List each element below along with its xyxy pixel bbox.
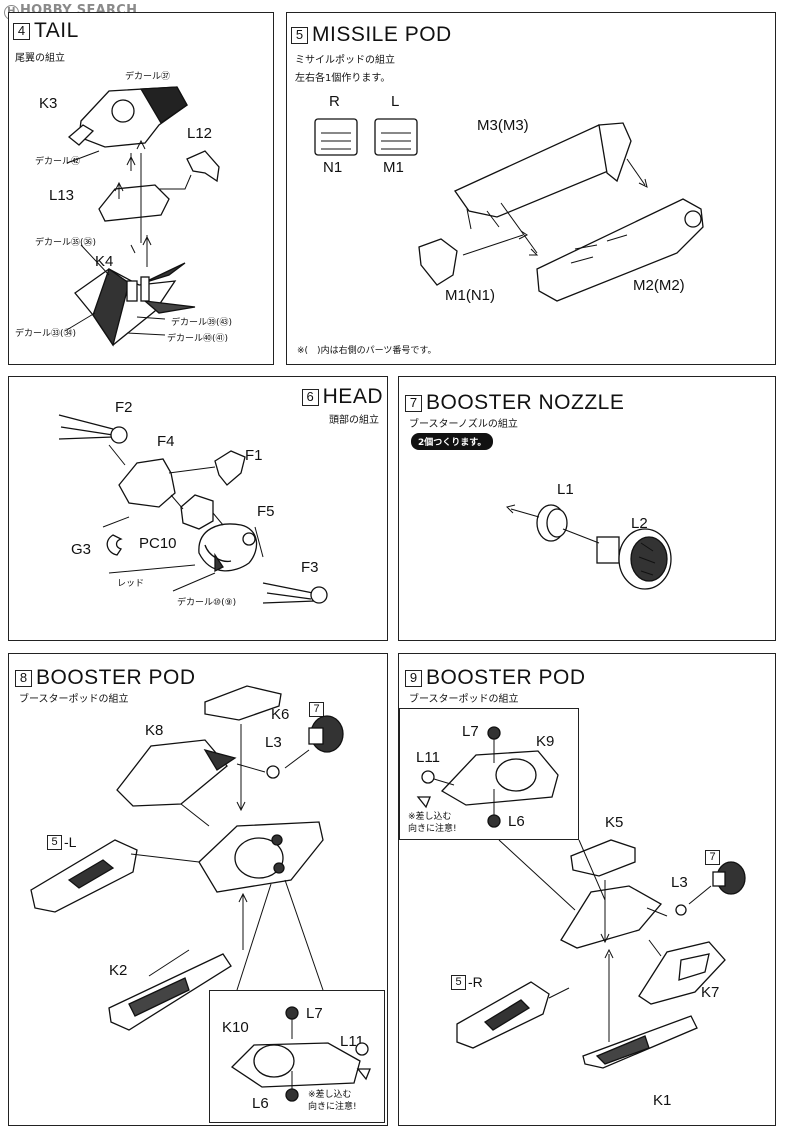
step-number: 4 (13, 22, 30, 40)
part-label-k3: K3 (39, 95, 58, 112)
step-subtitle: ブースターノズルの組立 (409, 419, 518, 430)
k9-inset-drawing (416, 726, 559, 828)
booster-pod-9-drawing (456, 839, 746, 1069)
step-title: BOOSTER NOZZLE (426, 391, 625, 414)
step-number: 6 (301, 388, 319, 406)
decal-label: デカール㊷ (35, 157, 81, 167)
missile-pod-drawing (314, 118, 704, 302)
footnote: ※( )内は右側のパーツ番号です。 (297, 346, 437, 356)
step-number: 9 (405, 669, 422, 687)
part-label-l6: L6 (508, 813, 525, 830)
inset-detail-k10: K10 L7 L11 L6 ※差し込む 向きに注意! (209, 990, 385, 1123)
step-title: HEAD (322, 385, 383, 408)
decal-label: デカール㉟(㊱) (35, 238, 97, 248)
step-title: BOOSTER POD (426, 666, 586, 689)
part-label-k2: K2 (109, 962, 128, 979)
inset-detail-k9: L7 K9 L11 L6 ※差し込む 向きに注意! (399, 708, 579, 840)
step-booster-nozzle-panel: 7 BOOSTER NOZZLE ブースターノズルの組立 2個つくります。 L1… (398, 376, 776, 641)
step-missile-header: 5 MISSILE POD (291, 23, 452, 47)
step-title: MISSILE POD (312, 23, 452, 46)
step-reference-5r: 5-R (451, 974, 483, 990)
step-head-panel: 6 HEAD 頭部の組立 F2 F4 F1 F5 G3 PC10 F3 レッド … (8, 376, 388, 641)
decal-label: デカール㊴(㊸) (171, 318, 233, 328)
part-label-k1: K1 (653, 1092, 672, 1109)
step-title: BOOSTER POD (36, 666, 196, 689)
part-label-pc10: PC10 (139, 535, 177, 552)
step-subtitle: ブースターポッドの組立 (19, 694, 129, 705)
tail-assembly-drawing (64, 86, 220, 347)
part-label-f5: F5 (257, 503, 275, 520)
step-subtitle: 尾翼の組立 (15, 53, 65, 64)
part-label-l3: L3 (265, 734, 282, 751)
step-note: 左右各1個作ります。 (295, 73, 391, 84)
nozzle-assembly-drawing (506, 504, 672, 590)
side-label-l: L (391, 93, 400, 110)
part-label-m1: M1 (383, 159, 404, 176)
part-label-k10: K10 (222, 1019, 249, 1036)
orientation-note: ※差し込む 向きに注意! (408, 812, 457, 834)
part-label-l6: L6 (252, 1095, 269, 1112)
step-pod8-header: 8 BOOSTER POD (15, 666, 196, 690)
side-label-r: R (329, 93, 340, 110)
part-label-l1: L1 (557, 481, 574, 498)
part-label-l7: L7 (306, 1005, 323, 1022)
part-label-l11: L11 (416, 749, 440, 766)
step-subtitle: ブースターポッドの組立 (409, 694, 519, 705)
step-title: TAIL (34, 19, 79, 42)
step-subtitle: ミサイルポッドの組立 (295, 55, 395, 66)
step-pod9-header: 9 BOOSTER POD (405, 666, 586, 690)
part-label-m3: M3(M3) (477, 117, 529, 134)
decal-label: デカール㉝(㉞) (15, 329, 77, 339)
part-label-f4: F4 (157, 433, 175, 450)
step-booster-pod-9-panel: 9 BOOSTER POD ブースターポッドの組立 L7 K9 L11 L6 ※… (398, 653, 776, 1126)
part-label-k9: K9 (536, 733, 555, 750)
part-label-k6: K6 (271, 706, 290, 723)
step-booster-pod-8-panel: 8 BOOSTER POD ブースターポッドの組立 K8 K6 L3 7 5-L… (8, 653, 388, 1126)
part-label-f2: F2 (115, 399, 133, 416)
part-label-l7: L7 (462, 723, 479, 740)
part-label-l2: L2 (631, 515, 648, 532)
decal-label: デカール㊵(㊶) (167, 334, 229, 344)
step-subtitle: 頭部の組立 (329, 415, 379, 426)
step-number: 5 (291, 26, 308, 44)
step-tail-panel: 4 TAIL 尾翼の組立 デカール㊲ K3 L12 デカール㊷ L13 デカール… (8, 12, 274, 365)
decal-label: デカール㊲ (125, 72, 171, 82)
booster-pod-8-drawing (30, 685, 344, 1031)
part-label-k7: K7 (701, 984, 720, 1001)
part-label-k4: K4 (95, 253, 114, 270)
part-label-f1: F1 (245, 447, 263, 464)
step-reference-7: 7 (705, 850, 720, 865)
k10-inset-drawing (230, 1006, 371, 1102)
step-tail-header: 4 TAIL (13, 19, 79, 43)
step-nozzle-header: 7 BOOSTER NOZZLE (405, 391, 624, 415)
part-label-n1: N1 (323, 159, 343, 176)
color-label-red: レッド (117, 579, 145, 589)
part-label-m2: M2(M2) (633, 277, 685, 294)
quantity-badge: 2個つくります。 (411, 433, 494, 450)
step-missile-pod-panel: 5 MISSILE POD ミサイルポッドの組立 左右各1個作ります。 R L … (286, 12, 776, 365)
step-number: 7 (405, 394, 422, 412)
part-label-k8: K8 (145, 722, 164, 739)
head-assembly-drawing (58, 414, 328, 604)
step-head-header: 6 HEAD (301, 385, 383, 409)
part-label-l13: L13 (49, 187, 75, 204)
part-label-g3: G3 (71, 541, 92, 558)
part-label-f3: F3 (301, 559, 319, 576)
decal-label: デカール⑩(⑨) (177, 598, 237, 608)
step-reference-7: 7 (309, 702, 324, 717)
step-number: 8 (15, 669, 32, 687)
part-label-l12: L12 (187, 125, 213, 142)
part-label-m1n1: M1(N1) (445, 287, 496, 304)
part-label-k5: K5 (605, 814, 624, 831)
orientation-note: ※差し込む 向きに注意! (308, 1090, 357, 1112)
part-label-l3: L3 (671, 874, 688, 891)
step-reference-5l: 5-L (47, 834, 76, 850)
